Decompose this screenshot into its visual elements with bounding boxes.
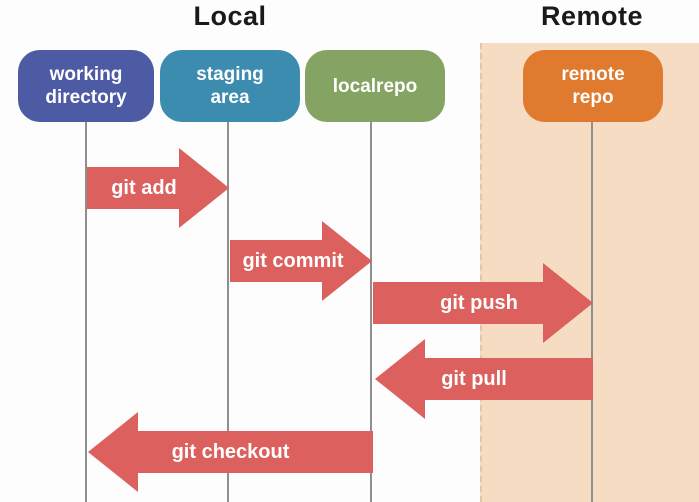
- node-label-line: area: [210, 87, 250, 108]
- arrow-right-head-icon: [543, 263, 593, 343]
- arrow-right-head-icon: [322, 221, 372, 301]
- node-label-line: staging: [196, 64, 264, 85]
- node-label-line: remote: [561, 64, 625, 85]
- arrow-body: [425, 358, 593, 400]
- arrow-git-commit: git commit: [230, 221, 372, 301]
- arrow-git-pull: git pull: [375, 339, 593, 419]
- lifeline-working-directory: [85, 122, 87, 502]
- remote-section-title: Remote: [540, 1, 644, 31]
- arrow-label: git checkout: [171, 440, 290, 463]
- node-staging-area: staging area: [160, 50, 300, 122]
- arrow-label: git pull: [441, 367, 507, 390]
- node-working-directory: working directory: [18, 50, 154, 122]
- node-label-line: repo: [572, 87, 614, 108]
- arrow-label: git add: [111, 176, 177, 199]
- lifeline-staging-area: [227, 122, 229, 502]
- arrow-body: [138, 431, 373, 473]
- arrow-git-checkout: git checkout: [88, 412, 373, 492]
- arrow-label: git push: [440, 291, 518, 314]
- lifeline-localrepo: [370, 122, 372, 502]
- arrow-right-head-icon: [179, 148, 229, 228]
- arrow-body: [230, 240, 322, 282]
- node-label-line: directory: [45, 87, 127, 108]
- node-label-line: working: [49, 64, 123, 85]
- node-remote-repo: remote repo: [523, 50, 663, 122]
- local-section-title: Local: [193, 1, 267, 31]
- arrow-git-push: git push: [373, 263, 593, 343]
- arrow-left-head-icon: [375, 339, 425, 419]
- arrow-left-head-icon: [88, 412, 138, 492]
- arrow-body: [87, 167, 179, 209]
- arrow-git-add: git add: [87, 148, 229, 228]
- arrow-label: git commit: [242, 249, 344, 272]
- arrow-body: [373, 282, 543, 324]
- node-label-line: localrepo: [332, 75, 418, 97]
- node-localrepo: localrepo: [305, 50, 445, 122]
